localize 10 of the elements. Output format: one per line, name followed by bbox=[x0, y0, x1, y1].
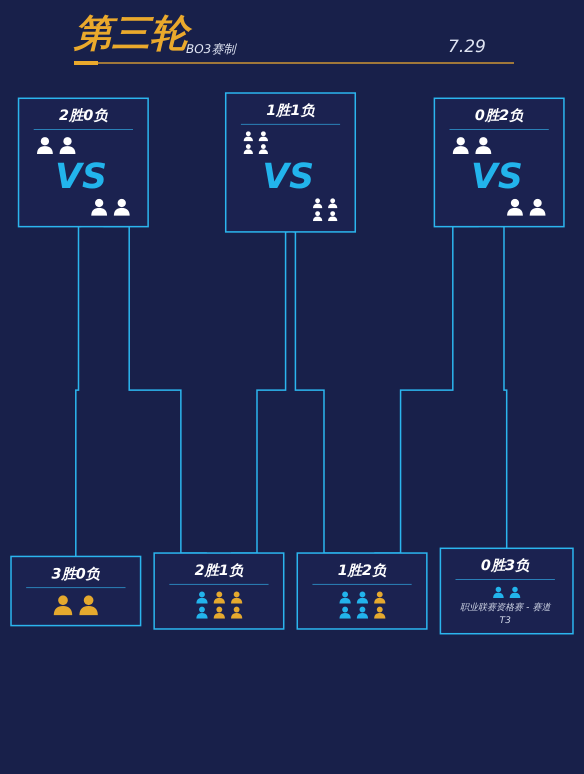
node-box: 0胜2负 VS bbox=[434, 98, 565, 228]
node-box: 3胜0负 bbox=[10, 556, 142, 626]
node-box: 2胜1负 bbox=[153, 552, 284, 630]
date-label: 7.29 bbox=[448, 37, 487, 58]
node-box: 1胜2负 bbox=[296, 552, 428, 630]
node-box: 2胜0负 VS bbox=[18, 98, 149, 228]
node-box: 1胜1负 VS bbox=[224, 92, 356, 233]
connector bbox=[75, 226, 82, 558]
connector bbox=[501, 226, 508, 550]
node-box: 0胜3负 职业联赛资格赛 - 赛道T3 bbox=[440, 548, 574, 634]
